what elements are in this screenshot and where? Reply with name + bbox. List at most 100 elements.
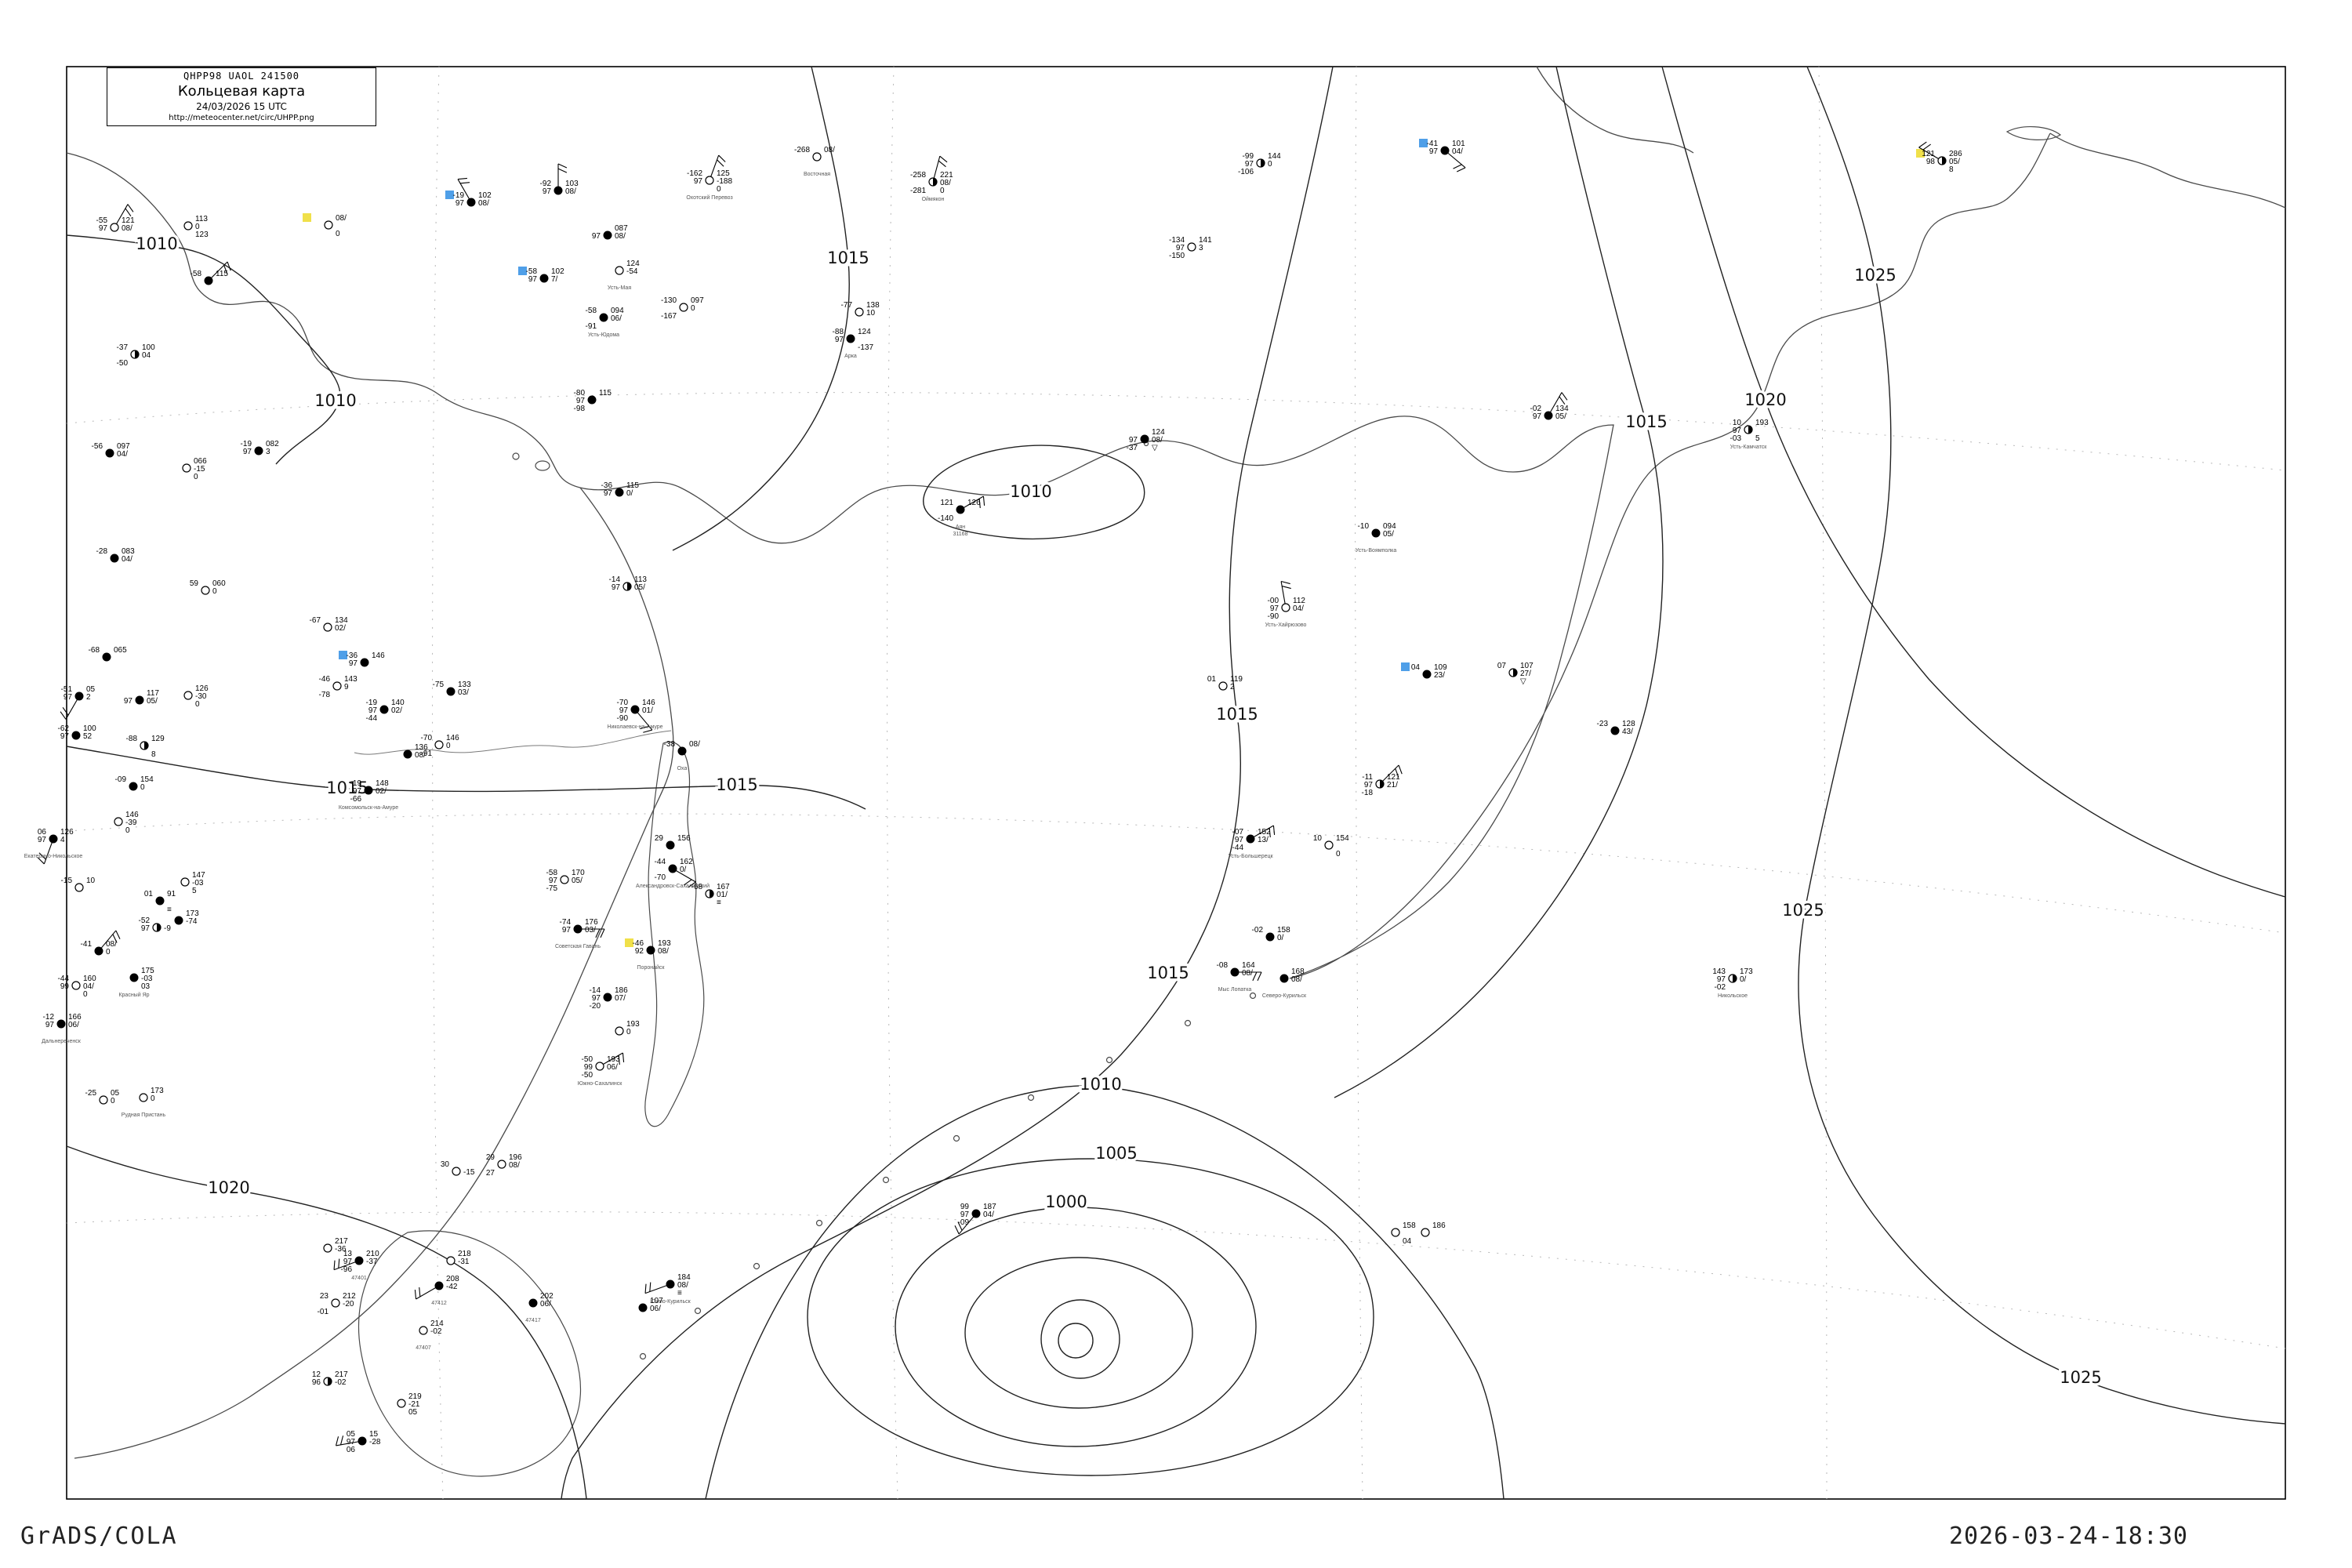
wind-barb-feather <box>1453 164 1462 169</box>
wind-barb <box>1548 392 1563 416</box>
station-value-botright: -137 <box>858 343 873 352</box>
station-value-topright: 124 <box>858 328 871 336</box>
station-circle <box>1281 603 1290 612</box>
kuril-islands <box>639 992 1257 1360</box>
station-value-topleft: -28 <box>96 547 108 556</box>
station-name: Поронайск <box>637 964 666 971</box>
station-value-midleft: 97 <box>960 1210 970 1219</box>
station-value-topright: 158 <box>1403 1221 1416 1230</box>
station-circle <box>603 993 612 1002</box>
station-value-midright: -03 <box>141 975 153 983</box>
wind-barb <box>1918 147 1943 162</box>
wind-barb-feather <box>954 1225 960 1235</box>
station-value-botright: ≡ <box>677 1289 682 1298</box>
isobar-labels-layer: 1010101010151010101510201025101510151015… <box>133 232 2104 1390</box>
coastline-northeast <box>2049 132 2286 209</box>
station-name: Охотский Перевоз <box>686 194 732 201</box>
station-value-topleft: -00 <box>1268 597 1279 605</box>
coastline-primorye <box>74 487 674 1459</box>
station-value-topright: 10 <box>86 877 96 885</box>
station-value-botright: 03 <box>141 982 151 991</box>
station-value-topleft: -70 <box>617 699 629 707</box>
station-circle <box>646 946 655 955</box>
wind-barb <box>672 868 696 883</box>
blue-weather-marker <box>518 267 527 275</box>
station-value-topright: 212 <box>343 1292 356 1301</box>
station-value-topright: 141 <box>1199 236 1212 245</box>
station-circle <box>354 1256 364 1265</box>
island-top-right <box>2005 126 2062 140</box>
yellow-weather-marker <box>1916 149 1925 158</box>
station-value-topleft: -41 <box>81 940 93 949</box>
station-value-topright: 218 <box>458 1250 471 1258</box>
isobar-low-inner-1 <box>964 1257 1193 1409</box>
station-value-topleft: 121 <box>1922 150 1935 158</box>
station-value-topright: 91 <box>167 890 176 898</box>
isobar-low-inner-2 <box>1040 1299 1120 1379</box>
wind-barb-feather <box>717 159 724 167</box>
station-value-botright: 123 <box>195 230 209 239</box>
station-value-topleft: -258 <box>910 171 926 180</box>
station-value-midleft: 97 <box>592 994 601 1003</box>
station-value-topright: 162 <box>680 858 693 866</box>
station-value-botleft: -90 <box>1268 612 1279 621</box>
station-value-topright: 286 <box>1949 150 1962 158</box>
station-name: Арка <box>844 354 857 359</box>
station-circle <box>56 1019 66 1029</box>
isobar-1025-east <box>1798 66 2286 1425</box>
station-value-topright: 221 <box>940 171 953 180</box>
isobar-1010-closed <box>923 445 1145 540</box>
station-value-topright: 146 <box>125 811 139 819</box>
station-circle <box>364 786 373 795</box>
station-value-topleft: -19 <box>241 440 252 448</box>
station-circle <box>434 740 444 750</box>
station-value-topright: 065 <box>114 646 127 655</box>
station-circle <box>99 1095 108 1105</box>
station-value-topright: 134 <box>1555 405 1569 413</box>
station-name: Николаевск-на-Амуре <box>607 724 662 730</box>
station-circle <box>615 1026 624 1036</box>
station-value-topleft: 59 <box>190 579 199 588</box>
station-circle <box>705 176 714 185</box>
station-circle <box>105 448 114 458</box>
station-value-topright: 167 <box>717 883 730 891</box>
station-value-topright: 129 <box>151 735 165 743</box>
wind-barb-feather <box>335 1436 339 1446</box>
station-value-topleft: 23 <box>320 1292 329 1301</box>
wind-barb <box>114 204 129 228</box>
station-circle <box>74 691 84 701</box>
station-name: Аян <box>956 524 965 530</box>
station-value-topleft: 30 <box>441 1160 450 1169</box>
station-circle <box>358 1436 367 1446</box>
station-half-fill <box>933 178 937 186</box>
station-value-botleft: -78 <box>319 691 331 699</box>
station-name: Екатерино-Никольское <box>24 854 83 859</box>
station-circle <box>1544 411 1553 420</box>
station-circle <box>71 981 81 990</box>
station-value-topleft: -62 <box>58 724 70 733</box>
isobar-1015-kamchatka <box>1334 66 1664 1098</box>
station-value-midright: 0 <box>195 223 200 231</box>
station-half-fill <box>157 924 161 931</box>
station-value-midleft: 99 <box>60 982 70 991</box>
blue-weather-marker <box>1419 139 1428 147</box>
station-name: Усть-Большерецк <box>1228 854 1273 859</box>
station-value-topright: 173 <box>151 1087 164 1095</box>
render-timestamp: 2026-03-24-18:30 <box>1949 1523 2188 1550</box>
station-value-midright: -36 <box>335 1245 347 1254</box>
shantar-island <box>535 460 550 471</box>
station-value-midright: 0 <box>1268 160 1272 169</box>
station-name: Усть-Юдома <box>588 332 619 338</box>
station-plot: 173-74 <box>174 909 199 926</box>
station-circle <box>379 705 389 714</box>
station-value-topleft: -12 <box>43 1013 55 1022</box>
station-value-topright: 115 <box>626 481 639 490</box>
